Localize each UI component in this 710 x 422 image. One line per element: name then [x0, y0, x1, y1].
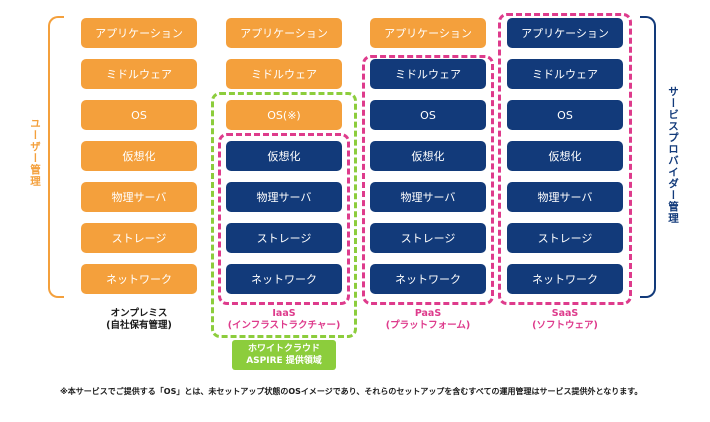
paas-label: PaaS (プラットフォーム)	[358, 308, 498, 332]
iaas-storage: ストレージ	[226, 223, 342, 253]
iaas-network: ネットワーク	[226, 264, 342, 294]
paas-application: アプリケーション	[370, 18, 486, 48]
saas-application: アプリケーション	[507, 18, 623, 48]
paas-os: OS	[370, 100, 486, 130]
onpremise-storage: ストレージ	[81, 223, 197, 253]
iaas-label-line1: IaaS	[272, 308, 296, 319]
onpremise-application: アプリケーション	[81, 18, 197, 48]
paas-storage: ストレージ	[370, 223, 486, 253]
aspire-badge-line1: ホワイトクラウド	[247, 344, 320, 354]
onpremise-os: OS	[81, 100, 197, 130]
paas-label-line1: PaaS	[414, 308, 442, 319]
onpremise-label-line2: (自社保有管理)	[106, 320, 172, 331]
iaas-middleware: ミドルウェア	[226, 59, 342, 89]
iaas-physical-server: 物理サーバ	[226, 182, 342, 212]
paas-network: ネットワーク	[370, 264, 486, 294]
paas-virtualization: 仮想化	[370, 141, 486, 171]
saas-os: OS	[507, 100, 623, 130]
aspire-scope-badge: ホワイトクラウド ASPIRE 提供領域	[232, 340, 336, 370]
saas-virtualization: 仮想化	[507, 141, 623, 171]
onpremise-virtualization: 仮想化	[81, 141, 197, 171]
saas-scope-border	[498, 13, 632, 305]
paas-middleware: ミドルウェア	[370, 59, 486, 89]
user-managed-bracket	[48, 16, 64, 298]
saas-label-line2: (ソフトウェア)	[532, 320, 598, 331]
user-managed-label: ユーザー管理	[29, 118, 41, 187]
footnote: ※本サービスでご提供する「OS」とは、未セットアップ状態のOSイメージであり、そ…	[60, 387, 643, 396]
saas-middleware: ミドルウェア	[507, 59, 623, 89]
saas-network: ネットワーク	[507, 264, 623, 294]
saas-label: SaaS (ソフトウェア)	[495, 308, 635, 332]
iaas-os: OS(※)	[226, 100, 342, 130]
onpremise-label: オンプレミス (自社保有管理)	[69, 308, 209, 332]
iaas-label: IaaS (インフラストラクチャー)	[214, 308, 354, 332]
aspire-badge-line2: ASPIRE 提供領域	[246, 356, 322, 366]
provider-managed-label: サービスプロバイダー管理	[667, 86, 679, 224]
iaas-scope-border	[218, 133, 350, 305]
aspire-scope-border	[211, 92, 357, 338]
iaas-label-line2: (インフラストラクチャー)	[227, 320, 341, 331]
onpremise-physical-server: 物理サーバ	[81, 182, 197, 212]
iaas-application: アプリケーション	[226, 18, 342, 48]
saas-label-line1: SaaS	[551, 308, 579, 319]
onpremise-middleware: ミドルウェア	[81, 59, 197, 89]
onpremise-network: ネットワーク	[81, 264, 197, 294]
saas-storage: ストレージ	[507, 223, 623, 253]
onpremise-label-line1: オンプレミス	[110, 308, 168, 319]
paas-scope-border	[362, 55, 494, 305]
saas-physical-server: 物理サーバ	[507, 182, 623, 212]
paas-physical-server: 物理サーバ	[370, 182, 486, 212]
provider-managed-bracket	[640, 16, 656, 298]
iaas-virtualization: 仮想化	[226, 141, 342, 171]
paas-label-line2: (プラットフォーム)	[385, 320, 471, 331]
